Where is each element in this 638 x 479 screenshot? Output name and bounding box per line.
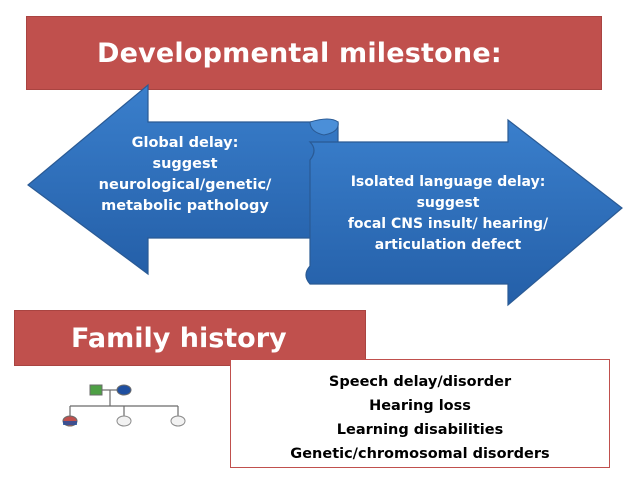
pedigree-icon — [62, 384, 186, 427]
title-banner: Developmental milestone: — [26, 16, 602, 90]
right-arrow-shape — [305, 118, 623, 307]
family-history-item: Learning disabilities — [336, 422, 504, 438]
isolated-delay-line: suggest — [416, 195, 480, 211]
family-history-heading: Family history — [71, 322, 287, 354]
pedigree-father — [89, 384, 103, 396]
global-delay-line: metabolic pathology — [101, 198, 269, 214]
family-history-banner: Family history — [14, 310, 366, 366]
isolated-delay-line: focal CNS insult/ hearing/ — [347, 216, 549, 232]
family-history-item: Genetic/chromosomal disorders — [290, 446, 550, 462]
global-delay-line: Global delay: — [131, 135, 239, 151]
family-history-item: Speech delay/disorder — [328, 374, 512, 390]
global-delay-line: suggest — [152, 156, 218, 172]
family-history-list: Speech delay/disorder Hearing loss Learn… — [230, 359, 610, 468]
isolated-delay-line: articulation defect — [374, 237, 522, 253]
slide-title: Developmental milestone: — [97, 37, 502, 69]
family-history-item: Hearing loss — [369, 398, 471, 414]
global-delay-line: neurological/genetic/ — [98, 177, 272, 193]
global-delay-text: Global delay: suggest neurological/genet… — [80, 133, 290, 217]
pedigree-child — [170, 415, 186, 427]
pedigree-mother — [116, 384, 132, 396]
scroll-curl-shape — [309, 118, 339, 136]
isolated-delay-line: Isolated language delay: — [350, 174, 546, 190]
isolated-delay-text: Isolated language delay: suggest focal C… — [318, 172, 578, 256]
pedigree-child — [116, 415, 132, 427]
